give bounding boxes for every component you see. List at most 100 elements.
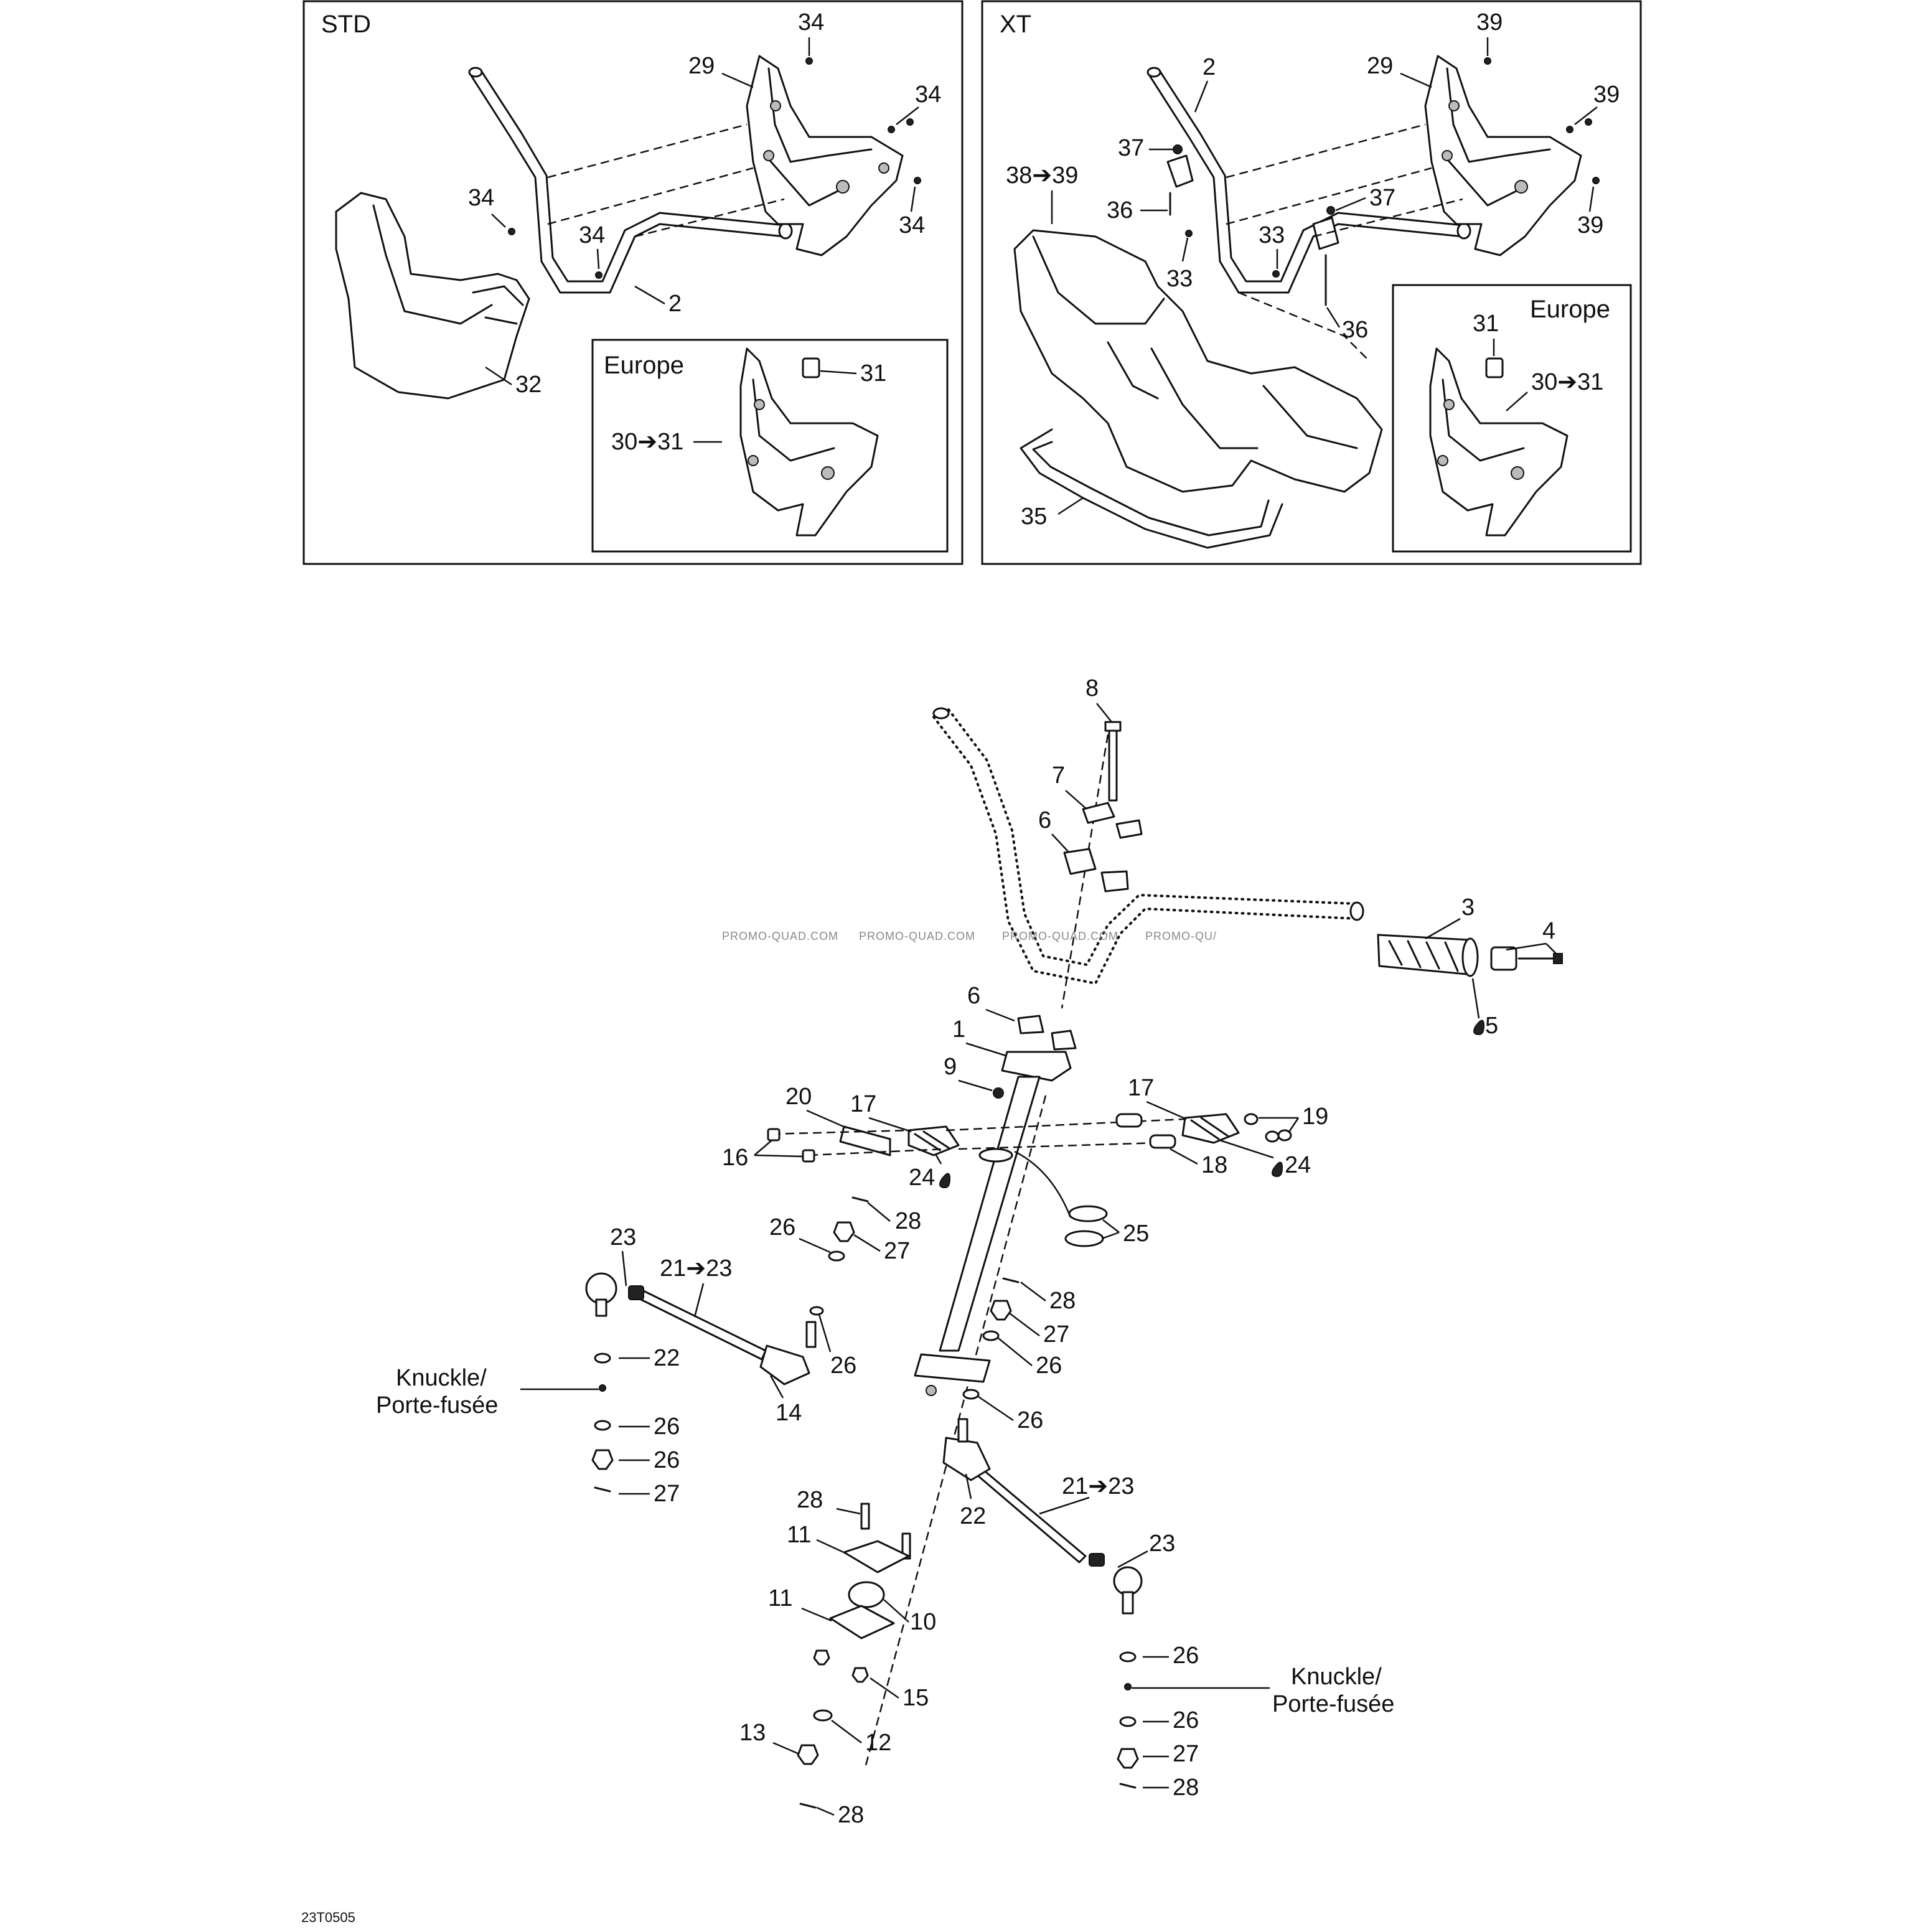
callout: 6 (1038, 807, 1051, 833)
callout: 26 (1173, 1707, 1199, 1733)
callout: 27 (1043, 1321, 1069, 1348)
bearing-flange-upper (843, 1540, 910, 1573)
knuckle-label-left: Knuckle/ (396, 1365, 487, 1391)
knuckle-label-right: Porte-fusée (1272, 1691, 1394, 1717)
callout: 34 (468, 185, 494, 211)
callout: 5 (1485, 1013, 1498, 1039)
callout: 24 (909, 1165, 935, 1191)
callout: 25 (1123, 1221, 1149, 1247)
callout: 24 (1285, 1152, 1311, 1178)
callout: 3 (1461, 894, 1475, 921)
handlebar-grip (1377, 934, 1474, 976)
callout: 21➔23 (1062, 1473, 1134, 1499)
callout: 32 (515, 372, 542, 398)
std-panel-title: STD (321, 11, 371, 38)
callout: 2 (668, 291, 682, 317)
callout: 13 (739, 1720, 766, 1746)
xt-handlebar (1148, 73, 1464, 294)
callout: 12 (865, 1730, 891, 1756)
callout: 6 (967, 983, 980, 1009)
main-handlebar-outline (932, 716, 1358, 985)
callout: 26 (654, 1414, 680, 1440)
callout: 27 (884, 1238, 910, 1264)
callout: 9 (944, 1054, 957, 1080)
xt-handlebar-cover (1013, 229, 1383, 493)
watermark: PROMO-QU/ (1145, 930, 1217, 942)
callout: 17 (1128, 1075, 1154, 1101)
callout: 10 (910, 1609, 936, 1635)
callout: 28 (1049, 1288, 1076, 1314)
callout: 14 (776, 1400, 802, 1426)
figure-id: 23T0505 (301, 1910, 355, 1925)
callout: 22 (654, 1345, 680, 1371)
callout: 37 (1369, 185, 1395, 211)
watermark: PROMO-QUAD.COM (1002, 930, 1118, 942)
watermark: PROMO-QUAD.COM (722, 930, 838, 942)
callout: 28 (838, 1802, 864, 1828)
callout: 38➔39 (1006, 162, 1078, 189)
callout: 22 (960, 1503, 986, 1529)
steering-assembly: 8 7 6 3 4 5 6 1 9 20 17 17 19 16 24 18 (376, 675, 1563, 1828)
callout: 26 (1017, 1407, 1043, 1433)
callout: 29 (1367, 53, 1393, 79)
callout: 39 (1476, 9, 1503, 35)
callout: 36 (1342, 317, 1368, 343)
callout: 23 (1149, 1531, 1175, 1557)
bolt (1108, 724, 1118, 802)
xt-bar (1020, 428, 1283, 549)
callout: 28 (895, 1208, 921, 1234)
steering-column (1001, 1051, 1072, 1082)
callout: 28 (1173, 1775, 1199, 1801)
callout: 28 (797, 1487, 823, 1513)
std-panel-frame (302, 0, 964, 565)
xt-europe-label: Europe (1530, 296, 1610, 323)
callout: 30➔31 (1531, 369, 1603, 395)
callout: 26 (769, 1214, 795, 1240)
callout: 18 (1201, 1152, 1227, 1178)
callout: 34 (915, 82, 941, 108)
std-europe-label: Europe (604, 352, 684, 379)
callout: 26 (1173, 1643, 1199, 1669)
callout: 35 (1021, 504, 1047, 530)
callout: 16 (722, 1145, 748, 1171)
callout: 2 (1203, 54, 1216, 80)
callout: 11 (787, 1522, 811, 1548)
callout: 8 (1086, 675, 1099, 701)
callout: 37 (1118, 135, 1144, 161)
bearing-flange-lower (829, 1605, 895, 1639)
callout: 19 (1302, 1104, 1328, 1130)
callout: 11 (768, 1585, 792, 1611)
callout: 31 (1473, 311, 1499, 337)
callout: 39 (1577, 212, 1603, 238)
callout: 39 (1593, 82, 1620, 108)
std-panel: STD 34 29 34 (302, 0, 964, 565)
std-handlebar (469, 73, 785, 294)
callout: 33 (1166, 266, 1193, 292)
callout: 4 (1542, 918, 1555, 944)
callout: 33 (1259, 222, 1285, 248)
xt-panel-frame (981, 0, 1642, 565)
callout: 31 (860, 360, 886, 387)
callout: 27 (1173, 1741, 1199, 1767)
xt-europe-inset (1392, 284, 1632, 553)
xt-panel-title: XT (1000, 11, 1031, 38)
pivot-arm-left (907, 1125, 960, 1156)
callout: 34 (579, 222, 605, 248)
callout: 36 (1107, 197, 1133, 223)
callout: 27 (654, 1481, 680, 1507)
callout: 26 (830, 1353, 856, 1379)
callout: 21➔23 (660, 1255, 732, 1282)
std-europe-inset (591, 339, 949, 553)
knuckle-label-left: Porte-fusée (376, 1392, 498, 1419)
bar-end-weight (1490, 946, 1517, 971)
callout: 20 (785, 1084, 812, 1110)
callout: 34 (899, 212, 925, 238)
knuckle-label-right: Knuckle/ (1291, 1664, 1382, 1690)
callout: 29 (688, 53, 715, 79)
callout: 26 (1036, 1353, 1062, 1379)
callout: 17 (850, 1091, 876, 1117)
callout: 30➔31 (611, 429, 683, 455)
callout: 34 (798, 9, 824, 35)
callout: 23 (610, 1224, 636, 1250)
